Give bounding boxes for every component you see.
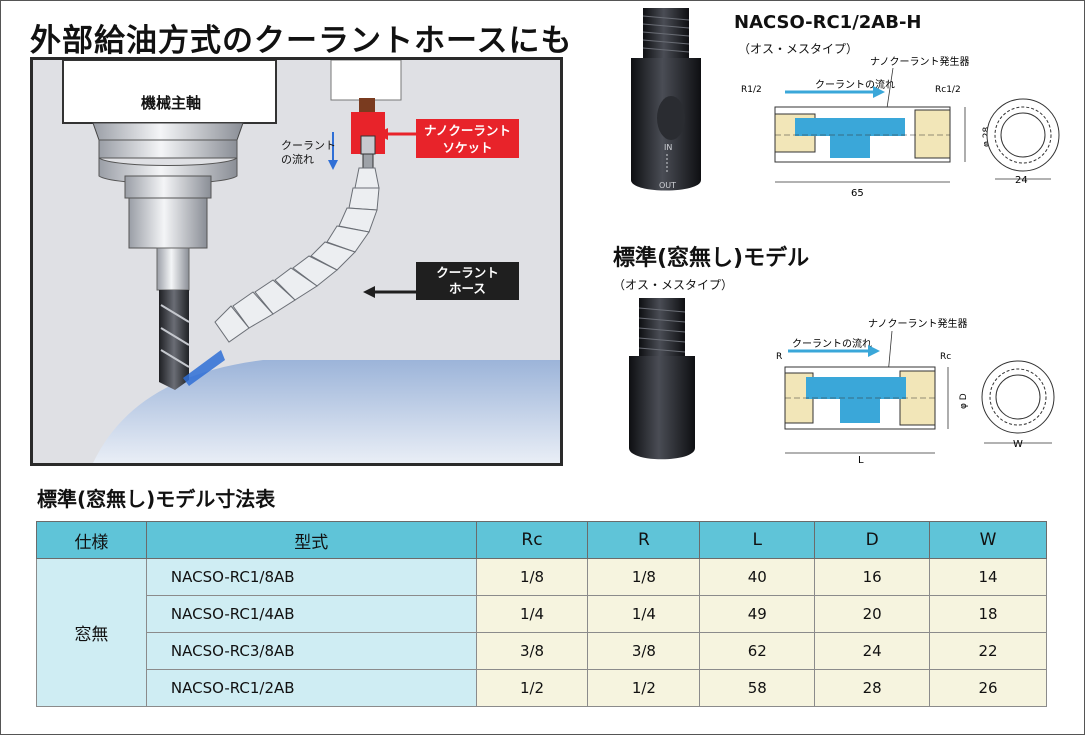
l-cell: 40 (699, 558, 816, 596)
rc-cell: 1/4 (475, 595, 589, 633)
table-header-row: 仕様 型式 Rc R L D W (36, 521, 1047, 559)
r-cell: 1/8 (587, 558, 701, 596)
spindle-ring (98, 139, 238, 159)
model-cell: NACSO-RC1/8AB (145, 558, 477, 596)
coolant-hose (214, 167, 380, 343)
standard-model-diagram: ナノクーラント発生器 クーラントの流れ R Rc L φ D W (776, 317, 1055, 465)
d-cell: 20 (814, 595, 931, 633)
std-diagram-diameter: φ D (959, 393, 969, 409)
h-diagram-channel (795, 118, 905, 136)
r-cell: 3/8 (587, 632, 701, 670)
w-cell: 18 (929, 595, 1047, 633)
l-cell: 62 (699, 632, 816, 670)
h-diagram-generator-label: ナノクーラント発生器 (870, 55, 970, 68)
standard-model-body (629, 356, 695, 460)
h-diagram-right-thread: Rc1/2 (935, 85, 961, 95)
standard-model-thread (639, 298, 685, 356)
hose-label-line1: クーラント (436, 265, 499, 280)
header-l: L (699, 521, 816, 559)
r-cell: 1/2 (587, 669, 701, 707)
header-model: 型式 (145, 521, 477, 559)
table-row: 窓無 NACSO-RC1/8AB 1/8 1/8 40 16 14 (36, 558, 1047, 707)
socket-label: ナノクーラント ソケット (416, 119, 519, 158)
model-cell: NACSO-RC1/2AB (145, 669, 477, 707)
header-spec: 仕様 (36, 521, 147, 559)
end-mill (159, 290, 189, 390)
std-diagram-length: L (858, 455, 864, 465)
table-row: NACSO-RC1/4AB 1/4 1/4 49 20 18 (37, 595, 1047, 633)
h-model-in-text: IN (664, 143, 672, 152)
d-cell: 28 (814, 669, 931, 707)
header-d: D (814, 521, 931, 559)
rc-cell: 3/8 (475, 632, 589, 670)
h-model-out-text: OUT (659, 181, 676, 190)
header-w: W (929, 521, 1047, 559)
w-cell: 14 (929, 558, 1047, 596)
standard-model-title: 標準(窓無し)モデル (613, 246, 810, 271)
table-row: NACSO-RC1/2AB 1/2 1/2 58 28 26 (37, 669, 1047, 707)
r-cell: 1/4 (587, 595, 701, 633)
h-model-product-photo: IN OUT (631, 8, 701, 191)
std-diagram-channel (806, 377, 906, 399)
model-cell: NACSO-RC1/4AB (145, 595, 477, 633)
l-cell: 58 (699, 669, 816, 707)
header-rc: Rc (475, 521, 589, 559)
h-diagram-flow-label: クーラントの流れ (815, 78, 895, 91)
standard-model-product-photo (629, 298, 695, 460)
coolant-flow-label-line1: クーラント (281, 139, 336, 152)
h-diagram-length: 65 (851, 188, 864, 199)
dimension-table-title: 標準(窓無し)モデル寸法表 (37, 487, 276, 511)
coolant-flow-label-line2: の流れ (281, 153, 314, 166)
std-diagram-flow-label: クーラントの流れ (792, 337, 872, 350)
hose-label-line2: ホース (449, 281, 486, 296)
std-diagram-generator-label: ナノクーラント発生器 (868, 317, 968, 330)
standard-model-subtitle: （オス・メスタイプ） (613, 278, 734, 292)
workpiece (93, 360, 560, 463)
dimension-table: 仕様 型式 Rc R L D W 窓無 NACSO-RC1/8AB 1/8 1/… (36, 521, 1047, 707)
tool-collet (156, 247, 190, 291)
w-cell: 26 (929, 669, 1047, 707)
h-model-window (657, 96, 685, 140)
socket-label-line1: ナノクーラント (424, 123, 511, 138)
spindle-nose (92, 122, 244, 141)
d-cell: 16 (814, 558, 931, 596)
std-diagram-right-thread: Rc (940, 352, 951, 362)
spindle-drawing (62, 60, 560, 463)
spindle-illustration: 機械主軸 クーラント の流れ ナノクーラント ソケット クーラント ホース (30, 57, 563, 466)
socket-nut (359, 98, 375, 114)
l-cell: 49 (699, 595, 816, 633)
w-cell: 22 (929, 632, 1047, 670)
tool-holder-body (128, 197, 208, 249)
rc-cell: 1/8 (475, 558, 589, 596)
spindle-housing (62, 60, 277, 124)
table-row: NACSO-RC3/8AB 3/8 3/8 62 24 22 (37, 632, 1047, 670)
d-cell: 24 (814, 632, 931, 670)
tool-holder (124, 175, 212, 199)
hose-label: クーラント ホース (416, 262, 519, 300)
coolant-spray (183, 350, 225, 386)
spec-cell: 窓無 (36, 558, 147, 707)
header-r: R (587, 521, 701, 559)
h-model-subtitle: （オス・メスタイプ） (738, 42, 859, 56)
h-model-diagram: ナノクーラント発生器 クーラントの流れ R1/2 Rc1/2 65 φ 28 2… (741, 55, 1060, 199)
socket-column (330, 60, 402, 101)
std-diagram-width: W (1013, 439, 1023, 450)
coolant-flow-label: クーラント の流れ (281, 139, 336, 167)
socket-label-line2: ソケット (442, 140, 493, 155)
h-model-title: NACSO-RC1/2AB-H (734, 12, 922, 33)
main-title: 外部給油方式のクーラントホースにも (30, 23, 573, 59)
h-diagram-width: 24 (1015, 175, 1028, 186)
std-diagram-left-thread: R (776, 352, 782, 362)
model-cell: NACSO-RC3/8AB (145, 632, 477, 670)
h-diagram-left-thread: R1/2 (741, 85, 762, 95)
spindle-label: 機械主軸 (141, 94, 202, 112)
rc-cell: 1/2 (475, 669, 589, 707)
